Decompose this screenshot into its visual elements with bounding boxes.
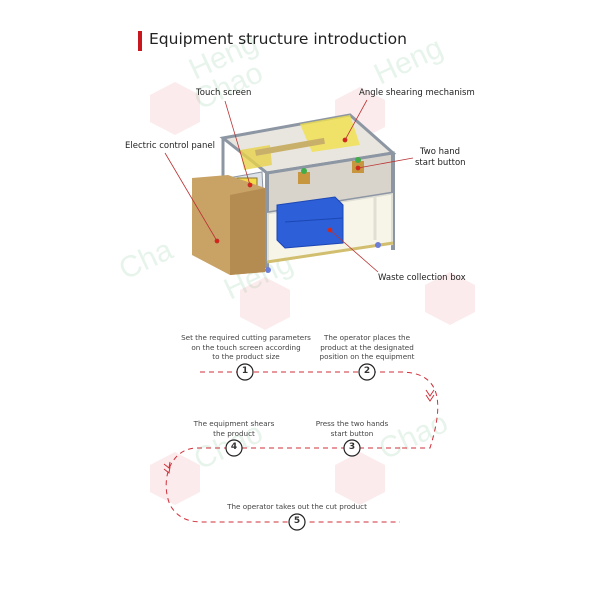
pointer-dot [214,238,220,244]
pointer-dot [342,137,348,143]
pointer-dot [355,165,361,171]
step-2-circle [358,363,376,381]
callout-lines [164,99,414,273]
flow-path [163,371,439,523]
label-touch-screen: Touch screen [196,88,252,98]
label-electric-panel: Electric control panel [125,141,215,151]
label-two-hand-line1: Two hand [420,147,461,157]
step-3-circle [343,439,361,457]
label-waste-box: Waste collection box [378,273,466,283]
pointer-dot [327,227,333,233]
pointer-dot [247,182,253,188]
label-angle-shearing: Angle shearing mechanism [359,88,475,98]
step-1-number: 1 [241,366,249,376]
label-two-hand-line2: start button [415,158,466,168]
step-4-number: 4 [230,442,238,452]
svg-text:Cha: Cha [114,233,178,286]
step-5-circle [288,513,306,531]
page-title: Equipment structure introduction [149,30,407,48]
step-5-number: 5 [293,516,301,526]
step-3-number: 3 [348,442,356,452]
step-5-text: The operator takes out the cut product [227,502,367,511]
step-4-circle [225,439,243,457]
step-1-circle [236,363,254,381]
step-circles [225,363,376,531]
machine-drawing [192,113,397,275]
step-2-number: 2 [363,366,371,376]
title-accent-bar [138,31,142,51]
